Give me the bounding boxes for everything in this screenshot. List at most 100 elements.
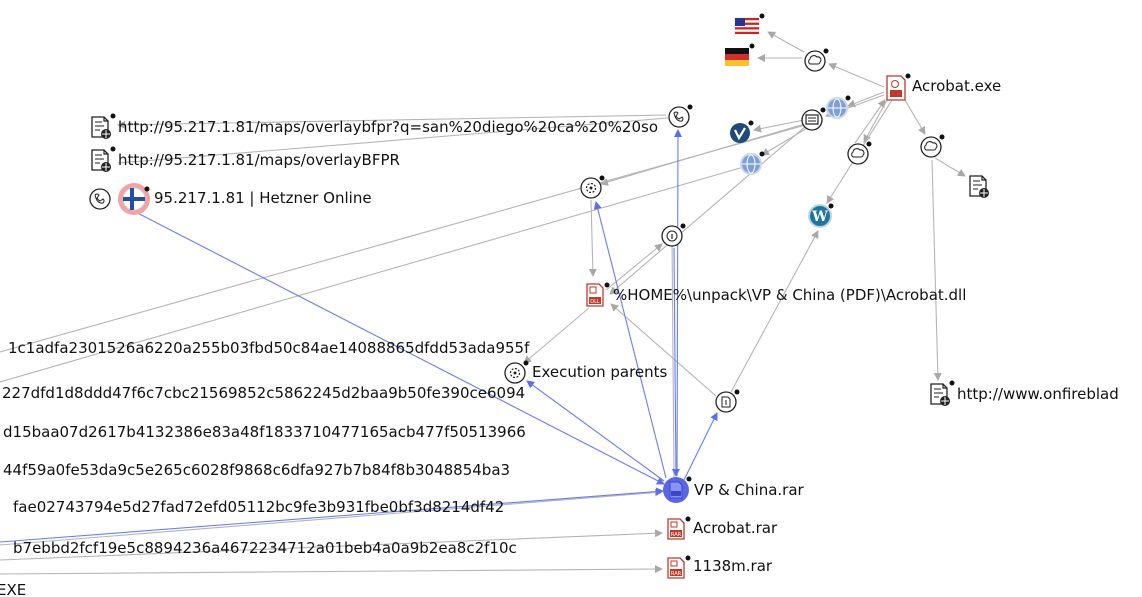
wordpress-icon: W (808, 204, 832, 228)
url-onfire-node[interactable]: http://www.onfireblad (930, 380, 1119, 407)
edge (605, 243, 663, 291)
domain-icon (920, 136, 942, 158)
edge (593, 201, 667, 479)
exe-file-icon (886, 75, 906, 101)
vimeo-node[interactable] (730, 120, 754, 144)
url-document-icon (91, 116, 112, 140)
svg-text:W: W (811, 209, 828, 225)
hash-label[interactable]: b7ebbd2fcf19e5c8894236a4672234712a01beb4… (13, 539, 517, 557)
hash-label[interactable]: 227dfd1d8ddd47f6c7cbc21569852c5862245d2b… (2, 384, 525, 402)
edge (117, 117, 669, 164)
edge (0, 488, 663, 546)
flag-de-icon (725, 48, 749, 66)
url-onfire-label: http://www.onfireblad (957, 385, 1119, 403)
vp-china-rar-label: VP & China.rar (694, 481, 805, 499)
edge (610, 303, 717, 397)
edge (863, 99, 888, 143)
edge (671, 236, 675, 479)
communication-node[interactable] (89, 188, 111, 210)
edge (671, 247, 680, 477)
rar-archive-icon (667, 518, 685, 540)
edge (828, 63, 885, 88)
hash-labels: 1c1adfa2301526a6220a255b03fbd50c84ae1408… (0, 339, 530, 597)
acrobat-exe-node[interactable]: Acrobat.exe (886, 73, 1001, 101)
m1138-rar-node[interactable]: 1138m.rar (667, 555, 773, 579)
dll-file-icon: DLL (586, 283, 604, 307)
process-node[interactable] (580, 175, 605, 199)
edge (526, 380, 665, 482)
edge (121, 204, 665, 485)
acrobat-rar-node[interactable]: Acrobat.rar (667, 516, 778, 540)
hash-label[interactable]: 1c1adfa2301526a6220a255b03fbd50c84ae1408… (8, 339, 530, 357)
flag-de-node[interactable] (725, 43, 755, 67)
edge (767, 31, 805, 53)
download-node[interactable] (715, 389, 740, 413)
edge (523, 307, 590, 364)
execution-parents-icon (504, 362, 526, 384)
edge (854, 99, 886, 144)
edge (673, 129, 682, 477)
domain-node[interactable] (847, 141, 872, 165)
svg-text:DLL: DLL (590, 299, 600, 305)
edge (0, 529, 663, 561)
communication-icon (668, 106, 690, 128)
url-node[interactable] (969, 175, 990, 199)
wordpress-node[interactable]: W (808, 203, 834, 228)
url-overlay-upper-node[interactable]: http://95.217.1.81/maps/overlayBFPR (91, 146, 400, 173)
globe-node[interactable] (740, 151, 765, 175)
url-document-icon (969, 175, 990, 199)
acrobat-exe-label: Acrobat.exe (912, 77, 1001, 95)
download-icon (715, 391, 737, 413)
edge (761, 123, 815, 156)
edge (730, 230, 819, 393)
acrobat-dll-node[interactable]: DLL %HOME%\unpack\VP & China (PDF)\Acrob… (586, 282, 966, 307)
globe-icon (740, 153, 762, 175)
url-overlay-upper-label: http://95.217.1.81/maps/overlayBFPR (118, 151, 400, 169)
execution-parents-node[interactable]: Execution parents (504, 360, 668, 384)
ip-hetzner-node[interactable]: 95.217.1.81 | Hetzner Online (118, 183, 372, 215)
globe-node[interactable] (826, 95, 851, 119)
url-overlay-q-node[interactable]: http://95.217.1.81/maps/overlaybfpr?q=sa… (91, 113, 658, 140)
edge (0, 123, 810, 353)
edge (847, 91, 885, 108)
files-node[interactable] (801, 107, 826, 131)
edge (934, 157, 966, 177)
rar-archive-icon (667, 557, 685, 579)
gear-icon (580, 177, 602, 199)
edge (683, 412, 718, 481)
url-document-icon (930, 383, 951, 407)
edge (0, 565, 663, 575)
edge (0, 487, 664, 543)
flag-fi-icon (118, 183, 150, 215)
edge (904, 99, 926, 135)
hash-label[interactable]: 44f59a0fe53da9c5e265c6028f9868c6dfa927b7… (3, 461, 510, 479)
url-document-icon (91, 149, 112, 173)
url-overlay-q-label: http://95.217.1.81/maps/overlaybfpr?q=sa… (118, 118, 658, 136)
vp-china-rar-node[interactable]: VP & China.rar (663, 476, 805, 504)
hash-label[interactable]: EXE (0, 581, 26, 597)
edge (931, 159, 942, 381)
files-icon (801, 109, 823, 131)
communication-node[interactable] (668, 104, 693, 128)
execution-parents-label: Execution parents (532, 363, 668, 381)
communication-icon (89, 188, 111, 210)
edges (0, 31, 966, 575)
hash-label[interactable]: fae02743794e5d27fad72efd05112bc9fe3b931f… (13, 498, 504, 516)
hash-label[interactable]: d15baa07d2617b4132386e83a48f183371047716… (3, 423, 526, 441)
vimeo-icon (730, 123, 750, 143)
domain-icon (804, 50, 826, 72)
info-icon (661, 225, 683, 247)
flag-us-node[interactable] (734, 13, 765, 35)
edge (588, 199, 597, 277)
edge (117, 114, 667, 129)
domain-node[interactable] (804, 48, 829, 72)
acrobat-dll-label: %HOME%\unpack\VP & China (PDF)\Acrobat.d… (613, 286, 966, 304)
domain-icon (847, 143, 869, 165)
rar-archive-icon (663, 477, 689, 503)
domain-node[interactable] (920, 134, 945, 158)
info-node[interactable] (661, 223, 686, 247)
flag-us-icon (734, 17, 760, 35)
m1138-rar-label: 1138m.rar (693, 557, 773, 575)
edge (609, 125, 807, 295)
